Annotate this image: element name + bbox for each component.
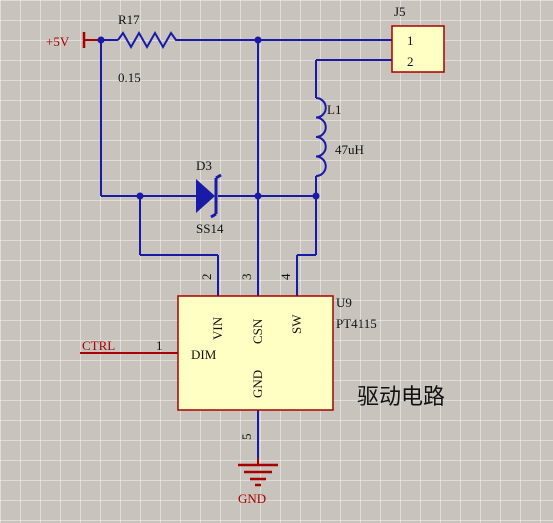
ic-pin-dim-num: 1 — [156, 338, 163, 353]
ic-pin-dim-name: DIM — [191, 347, 217, 362]
wire-net — [100, 39, 392, 458]
ic-pin-csn-num: 3 — [239, 274, 254, 281]
diode-ref: D3 — [196, 158, 212, 173]
inductor-l1[interactable]: L1 47uH — [315, 97, 364, 177]
resistor-r17[interactable]: R17 0.15 — [117, 12, 180, 85]
ctrl-net[interactable]: CTRL — [80, 338, 178, 354]
ic-pin-csn-name: CSN — [250, 318, 265, 344]
ic-pin-gnd-num: 5 — [239, 434, 254, 441]
ic-body — [177, 295, 334, 411]
diagram-caption: 驱动电路 — [357, 385, 445, 410]
ic-pin-sw-num: 4 — [278, 273, 293, 280]
ic-ref: U9 — [336, 295, 352, 310]
junction-dot — [136, 192, 144, 200]
junction-dot — [254, 192, 262, 200]
connector-j5[interactable]: J5 1 2 — [391, 4, 445, 73]
diode-d3[interactable]: D3 SS14 — [196, 158, 224, 236]
connector-pin1: 1 — [407, 33, 414, 48]
inductor-ref: L1 — [327, 102, 341, 117]
ground-symbol[interactable]: GND — [238, 458, 278, 506]
ic-pin-vin-num: 2 — [199, 274, 214, 281]
connector-pin2: 2 — [407, 54, 414, 69]
ic-pin-sw-name: SW — [289, 314, 304, 334]
vcc-label: +5V — [46, 34, 70, 49]
diode-part: SS14 — [196, 221, 224, 236]
junction-dot — [312, 192, 320, 200]
junction-dot — [254, 36, 262, 44]
resistor-ref: R17 — [118, 12, 140, 27]
ic-part: PT4115 — [336, 316, 377, 331]
resistor-value: 0.15 — [118, 70, 141, 85]
inductor-value: 47uH — [335, 142, 364, 157]
ic-u9[interactable]: U9 PT4115 2 3 4 VIN CSN SW DIM 1 GND 5 — [156, 273, 377, 440]
ctrl-label: CTRL — [82, 338, 115, 353]
connector-body — [391, 25, 445, 73]
ic-pin-gnd-name: GND — [250, 370, 265, 398]
vcc-port[interactable]: +5V — [46, 32, 101, 49]
connector-ref: J5 — [394, 4, 406, 19]
junction-dot — [97, 36, 105, 44]
junction-dots — [97, 36, 320, 200]
ic-pin-vin-name: VIN — [210, 316, 225, 340]
gnd-label: GND — [238, 491, 266, 506]
